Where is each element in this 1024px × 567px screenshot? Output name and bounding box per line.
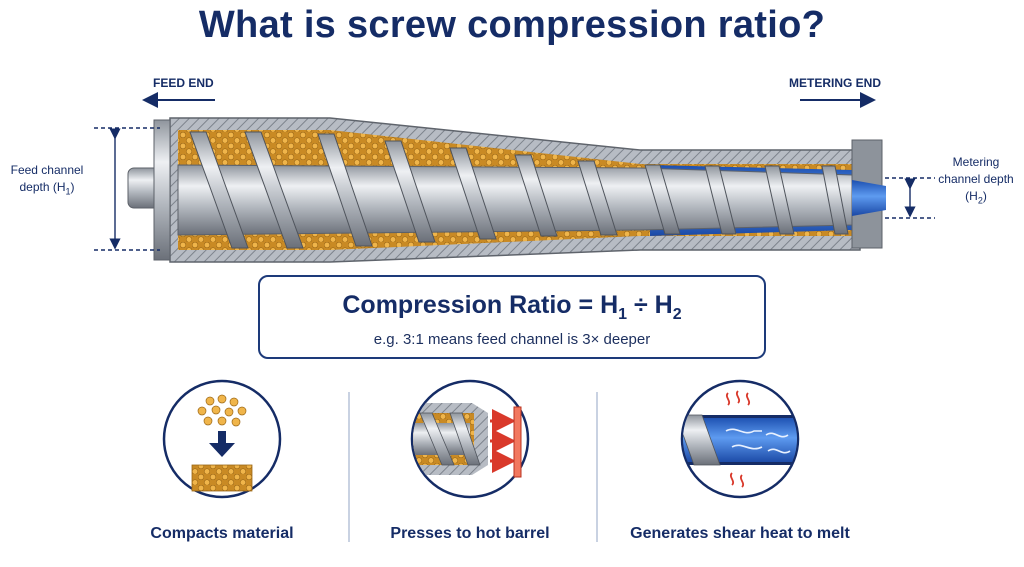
- feed-end-label: FEED END: [153, 76, 214, 90]
- metering-depth-label: Metering channel depth (H2): [938, 155, 1014, 206]
- metering-end-label: METERING END: [789, 76, 882, 90]
- effect-label: Generates shear heat to melt: [630, 525, 850, 542]
- feed-flange: [153, 119, 171, 261]
- formula-equation: Compression Ratio = H1 ÷ H2: [342, 291, 682, 323]
- divider: [348, 392, 350, 542]
- effect-presses: Presses to hot barrel: [370, 375, 570, 565]
- shear-heat-icon: [680, 379, 800, 499]
- effect-compacts: Compacts material: [122, 375, 322, 565]
- press-icon: [410, 379, 530, 499]
- h1-dimension: [94, 127, 160, 251]
- page-title: What is screw compression ratio?: [198, 4, 826, 46]
- effect-shear: Generates shear heat to melt: [630, 375, 850, 565]
- effect-label: Presses to hot barrel: [390, 525, 550, 542]
- nozzle-tip: [852, 180, 886, 216]
- h2-dimension: [885, 177, 935, 219]
- screw-flights: [189, 131, 849, 249]
- formula-example: e.g. 3:1 means feed channel is 3× deeper: [373, 331, 651, 348]
- effect-label: Compacts material: [150, 525, 294, 542]
- formula-box: Compression Ratio = H1 ÷ H2 e.g. 3:1 mea…: [258, 275, 766, 359]
- divider: [596, 392, 598, 542]
- compact-icon: [162, 379, 282, 499]
- feed-depth-label: Feed channel depth (H1): [10, 163, 84, 197]
